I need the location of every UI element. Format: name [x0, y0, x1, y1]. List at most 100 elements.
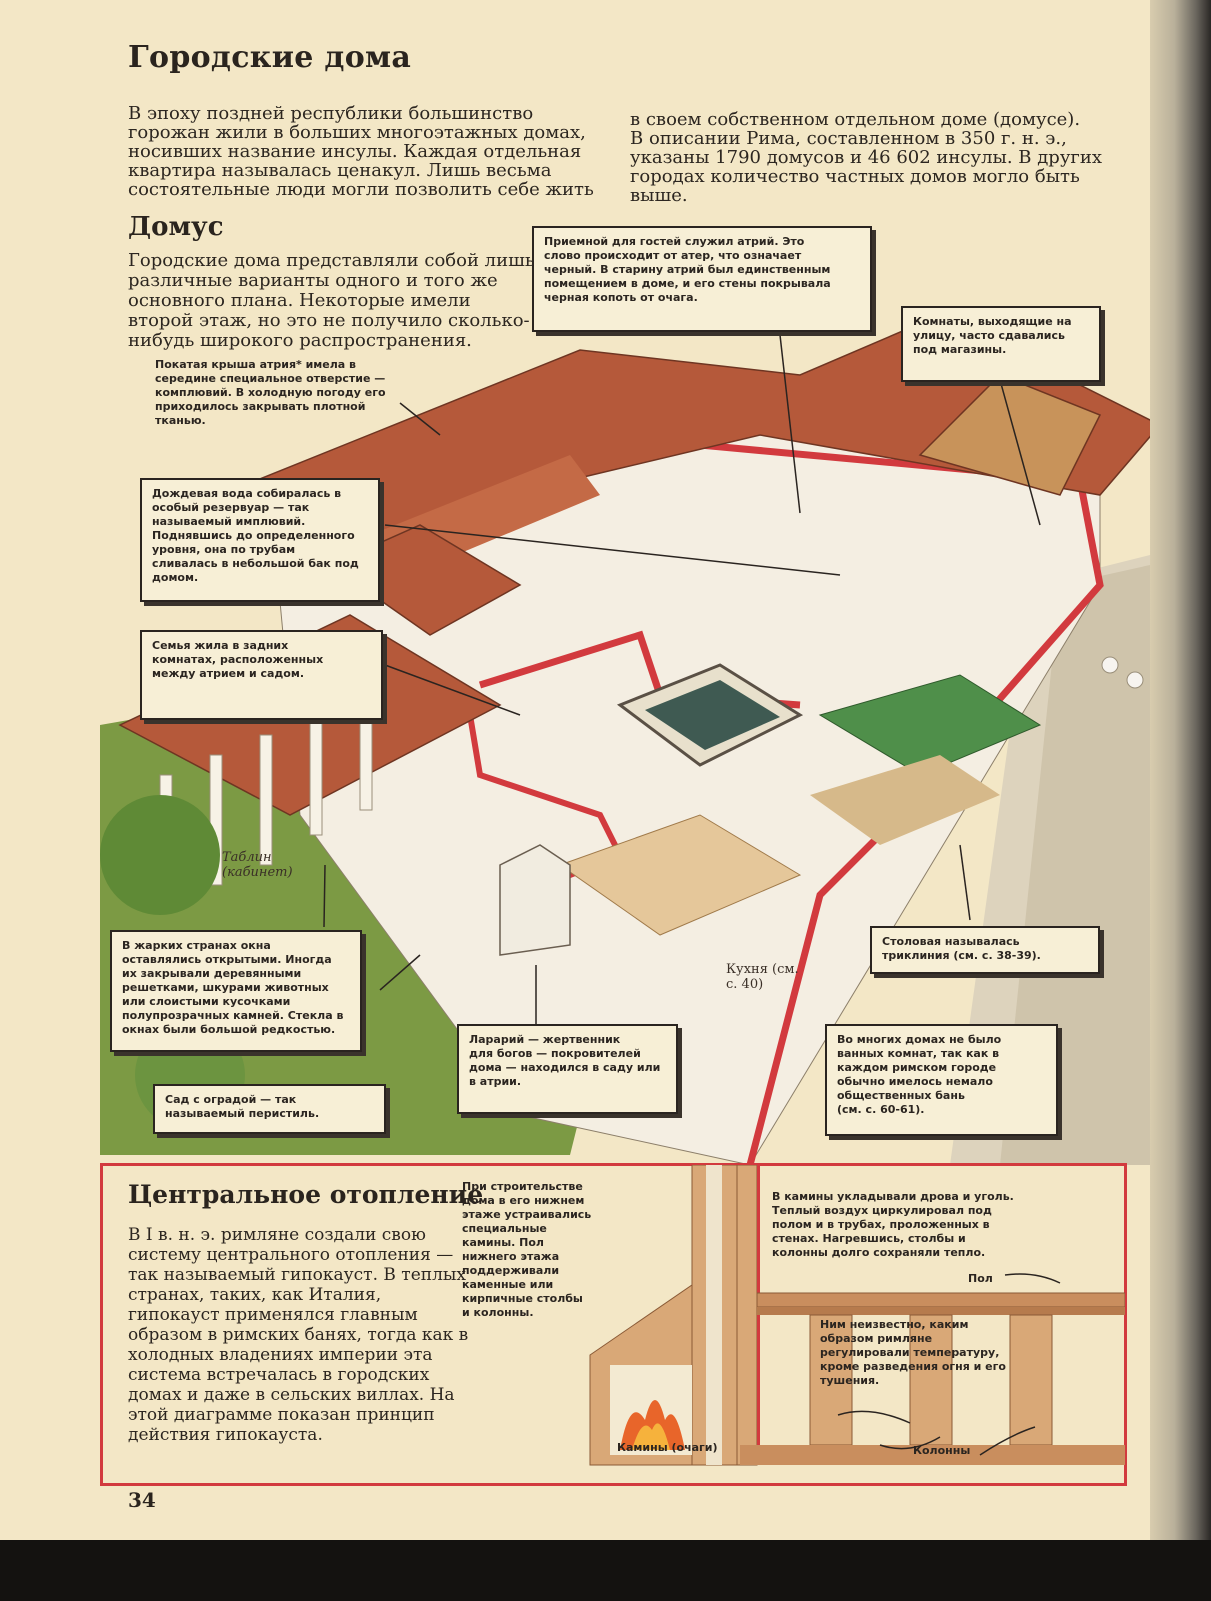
street-figure: [1126, 671, 1144, 689]
fire-core: [632, 1423, 670, 1450]
note-line: кроме разведения огня и его: [820, 1360, 1006, 1373]
scan-bottom-edge: [0, 1540, 1211, 1601]
street-figure: [1101, 656, 1119, 674]
caption-line: комплювий. В холодную погоду его: [155, 386, 386, 399]
caption-family: Семья жила в задних комнатах, расположен…: [140, 630, 383, 720]
kitchen-label: Кухня (см. с. 40): [726, 962, 799, 992]
intro-line: В описании Рима, составленном в 350 г. н…: [630, 128, 1067, 149]
lararium-shrine: [499, 844, 571, 956]
floor-slab: [756, 1292, 1125, 1308]
intro-line: указаны 1790 домусов и 46 602 инсулы. В …: [630, 147, 1102, 168]
floor-underlay: [757, 1307, 1125, 1315]
caption-line: сливалась в небольшой бак под: [152, 557, 359, 570]
hypocaust-diagram: [589, 1165, 1125, 1466]
intro-line: городах количество частных домов могло б…: [630, 166, 1080, 187]
intro-line: квартира называлась ценакул. Лишь весьма: [128, 160, 552, 181]
caption-line: общественных бань: [837, 1089, 965, 1102]
domus-line: второй этаж, но это не получило сколько-: [128, 310, 530, 331]
caption-line: тканью.: [155, 414, 206, 427]
note-line: колонны долго сохраняли тепло.: [772, 1246, 986, 1259]
street-curb: [1000, 565, 1150, 1165]
intro-line: выше.: [630, 185, 688, 206]
caption-line: Столовая называлась: [882, 935, 1020, 948]
flue-channel: [706, 1165, 722, 1465]
heating-line: этой диаграмме показан принцип: [128, 1405, 435, 1425]
caption-line: домом.: [152, 571, 199, 584]
caption-line: Приемной для гостей служил атрий. Это: [544, 235, 805, 248]
domus-line: Городские дома представляли собой лишь: [128, 250, 535, 271]
note-line: образом римляне: [820, 1332, 933, 1345]
note-line: При строительстве: [462, 1180, 583, 1193]
note-line: Теплый воздух циркулировал под: [772, 1204, 992, 1217]
caption-line: особый резервуар — так: [152, 501, 310, 514]
triclinium-couches: [818, 674, 1042, 776]
caption-rainwater: Дождевая вода собиралась в особый резерв…: [140, 478, 380, 602]
label-line: Кухня (см.: [726, 962, 799, 977]
label-line: (кабинет): [222, 865, 293, 880]
caption-line: их закрывали деревянными: [122, 967, 302, 980]
page-title: Городские дома: [128, 40, 412, 75]
heating-line: действия гипокауста.: [128, 1425, 323, 1445]
caption-line: Семья жила в задних: [152, 639, 289, 652]
domus-heading: Домус: [128, 212, 224, 242]
book-spine: [1150, 0, 1211, 1540]
heating-line: образом в римских банях, тогда как в: [128, 1325, 469, 1345]
caption-line: черный. В старину атрий был единственным: [544, 263, 831, 276]
caption-garden: Сад с оградой — так называемый перистиль…: [153, 1084, 386, 1134]
caption-baths: Во многих домах не было ванных комнат, т…: [825, 1024, 1058, 1136]
intro-line: носивших название инсулы. Каждая отдельн…: [128, 141, 582, 162]
caption-line: Дождевая вода собиралась в: [152, 487, 342, 500]
caption-line: оставлялись открытыми. Иногда: [122, 953, 332, 966]
heating-line: система встречалась в городских: [128, 1365, 430, 1385]
intro-line: в своем собственном отдельном доме (дому…: [630, 109, 1081, 130]
label-line: Таблин: [222, 850, 272, 865]
heating-line: холодных владениях империи эта: [128, 1345, 433, 1365]
heating-line: странах, таких, как Италия,: [128, 1285, 382, 1305]
caption-line: Покатая крыша атрия* имела в: [155, 358, 357, 371]
note-line: регулировали температуру,: [820, 1346, 1000, 1359]
caption-line: под магазины.: [913, 343, 1007, 356]
note-line: каменные или: [462, 1278, 554, 1291]
caption-line: триклиния (см. с. 38-39).: [882, 949, 1041, 962]
tablinum-label: Таблин (кабинет): [222, 850, 293, 880]
caption-line: решетками, шкурами животных: [122, 981, 329, 994]
intro-line: В эпоху поздней республики большинство: [128, 103, 534, 124]
caption-line: В жарких странах окна: [122, 939, 271, 952]
note-line: стенах. Нагревшись, столбы и: [772, 1232, 966, 1245]
caption-line: ванных комнат, так как в: [837, 1047, 1000, 1060]
caption-line: Сад с оградой — так: [165, 1093, 297, 1106]
caption-line: или слоистыми кусочками: [122, 995, 291, 1008]
note-line: дома в его нижнем: [462, 1194, 585, 1207]
callout-lines: [323, 334, 1041, 1035]
caption-line: Во многих домах не было: [837, 1033, 1002, 1046]
caption-line: (см. с. 60-61).: [837, 1103, 925, 1116]
caption-line: называемый имплювий.: [152, 515, 306, 528]
note-line: полом и в трубах, проложенных в: [772, 1218, 990, 1231]
caption-line: в атрии.: [469, 1075, 522, 1088]
domus-line: основного плана. Некоторые имели: [128, 290, 471, 311]
caption-windows: В жарких странах окна оставлялись открыт…: [110, 930, 362, 1052]
caption-line: Поднявшись до определенного: [152, 529, 355, 542]
note-line: В камины укладывали дрова и уголь.: [772, 1190, 1014, 1203]
caption-line: улицу, часто сдавались: [913, 329, 1065, 342]
note-line: и колонны.: [462, 1306, 534, 1319]
caption-dining: Столовая называлась триклиния (см. с. 38…: [870, 926, 1100, 974]
fireplaces-label: Камины (очаги): [617, 1441, 718, 1454]
caption-lararium: Ларарий — жертвенник для богов — покрови…: [457, 1024, 678, 1114]
base-slab: [740, 1445, 1125, 1465]
caption-line: черная копоть от очага.: [544, 291, 698, 304]
caption-line: между атрием и садом.: [152, 667, 305, 680]
heating-line: домах и даже в сельских виллах. На: [128, 1385, 455, 1405]
intro-line: состоятельные люди могли позволить себе …: [128, 179, 594, 200]
heating-line: систему центрального отопления —: [128, 1245, 454, 1265]
caption-line: Ларарий — жертвенник: [469, 1033, 621, 1046]
heating-line: В I в. н. э. римляне создали свою: [128, 1225, 426, 1245]
impluvium-water: [645, 680, 780, 750]
note-line: тушения.: [820, 1374, 880, 1387]
caption-line: обычно имелось немало: [837, 1075, 993, 1088]
caption-line: середине специальное отверстие —: [155, 372, 386, 385]
note-line: поддерживали: [462, 1264, 560, 1277]
caption-line: уровня, она по трубам: [152, 543, 296, 556]
triclinium-floor: [810, 755, 1000, 845]
page-number: 34: [128, 1488, 156, 1512]
